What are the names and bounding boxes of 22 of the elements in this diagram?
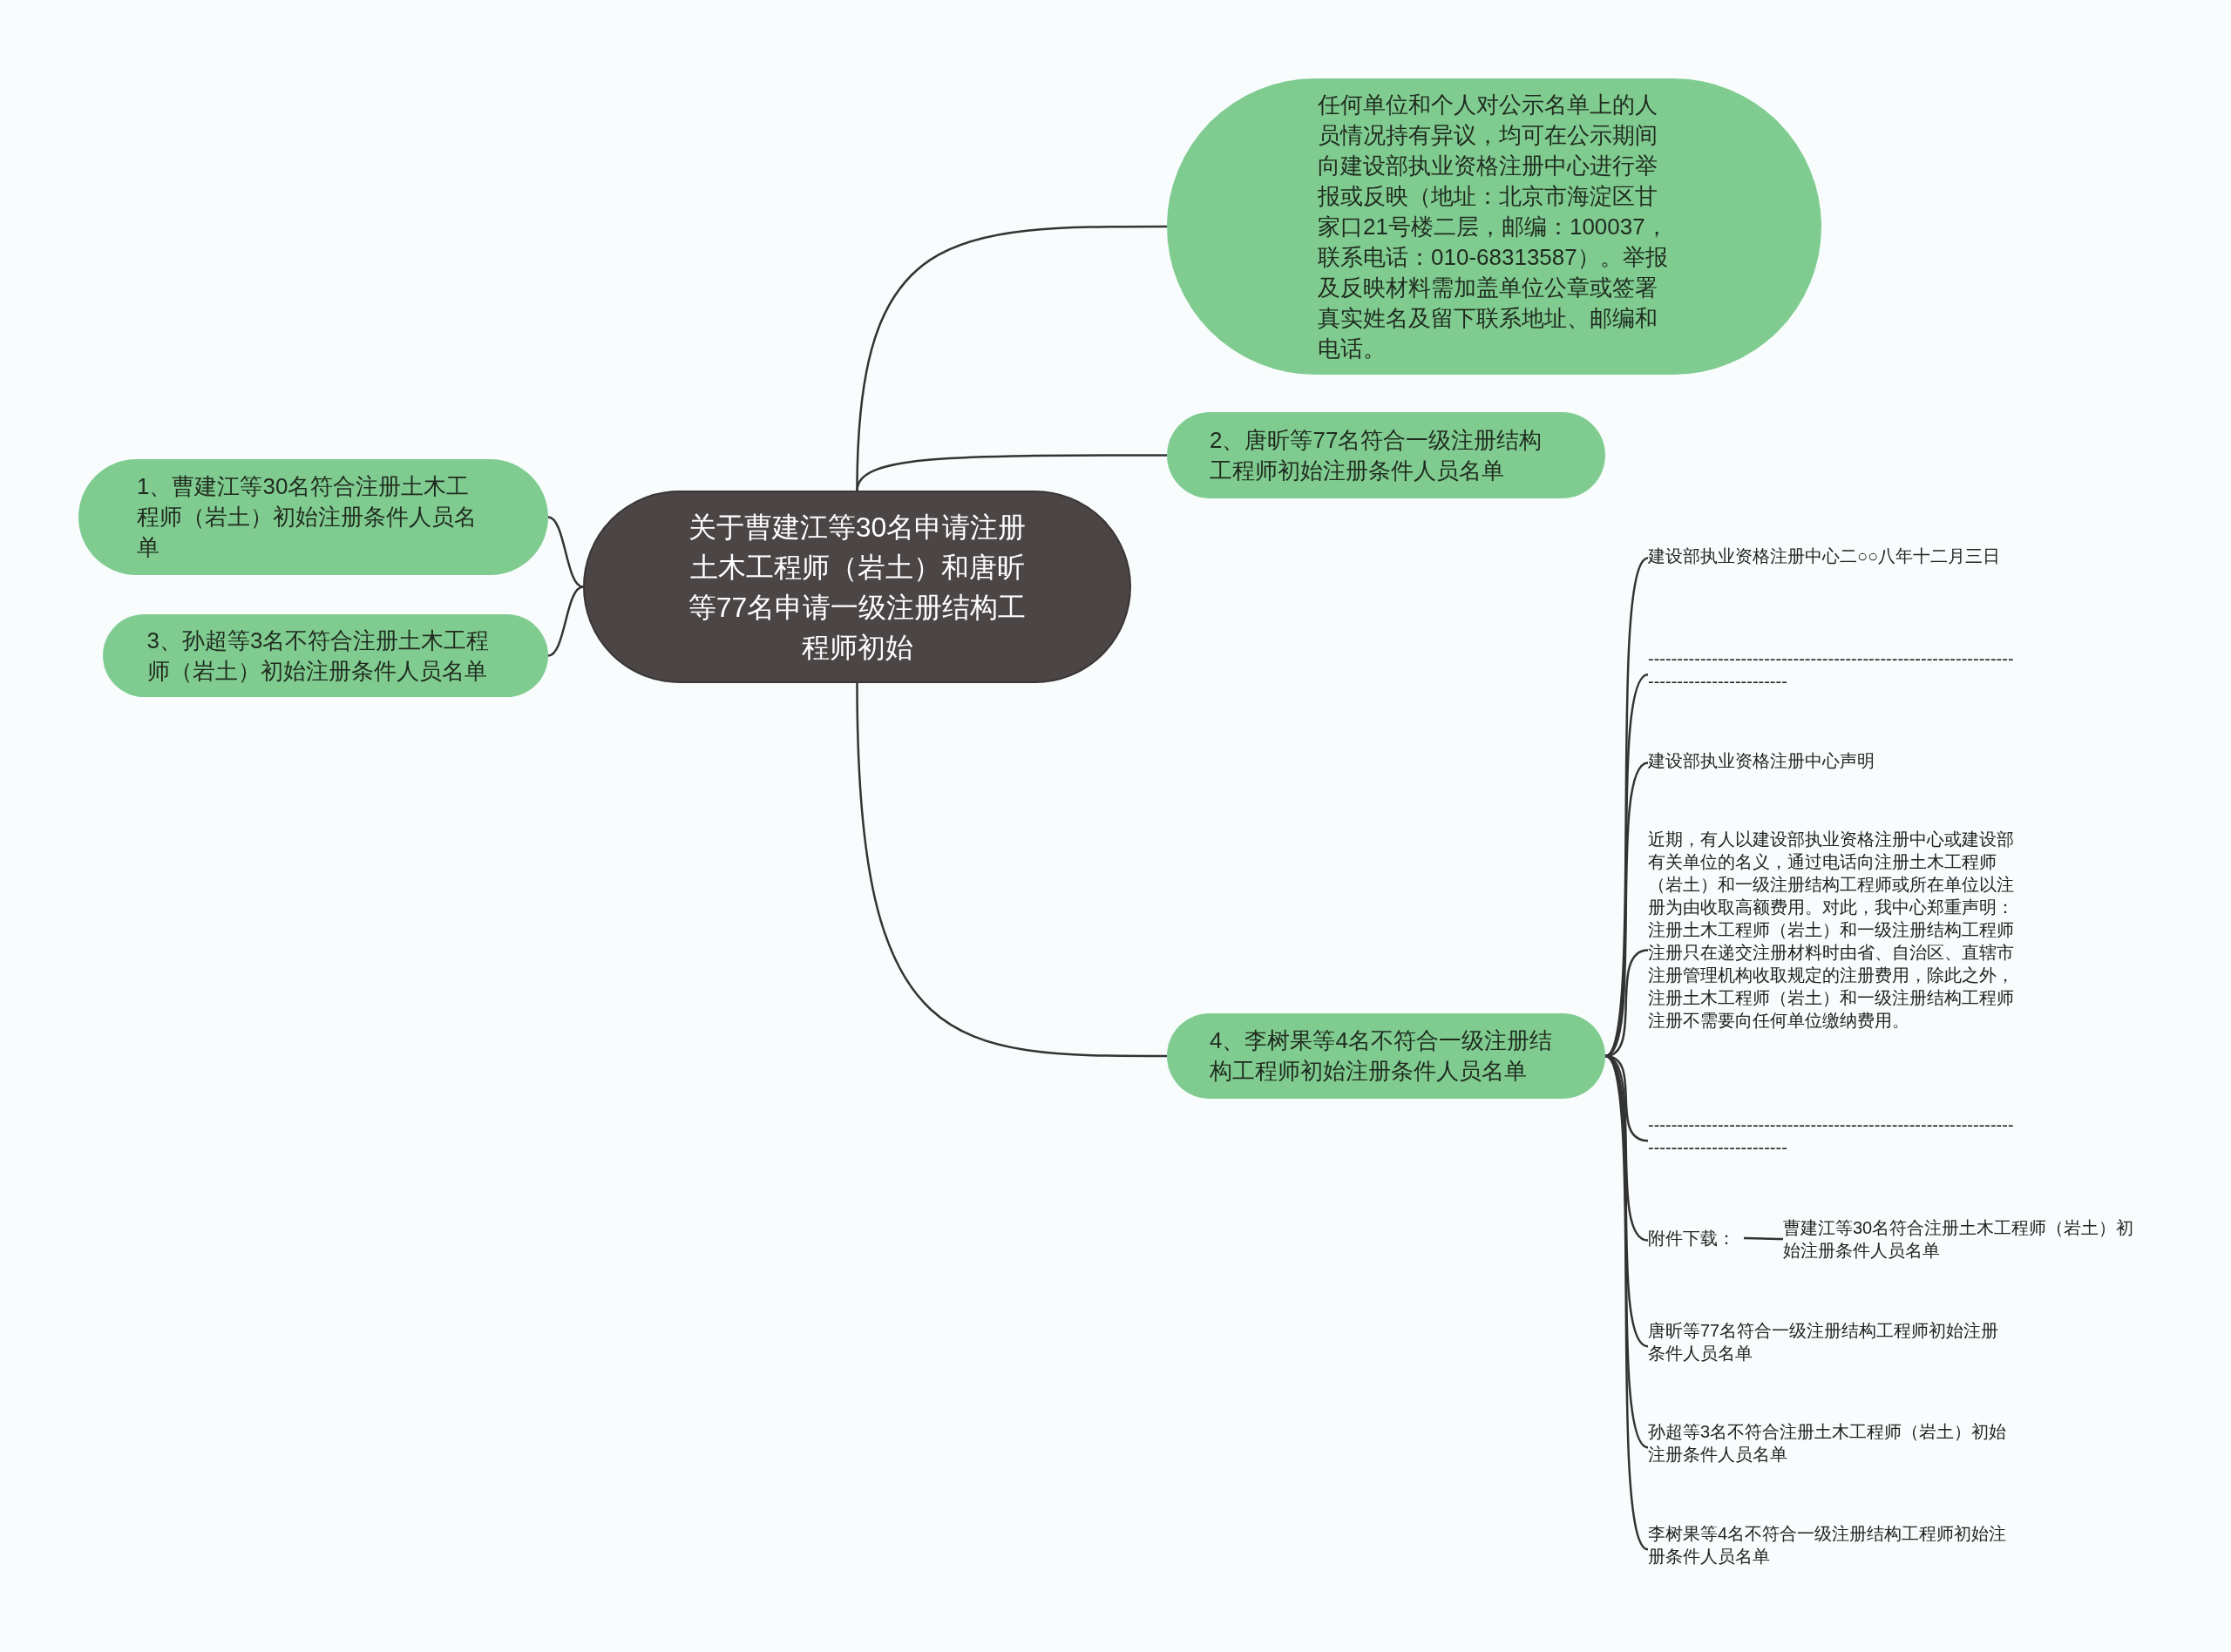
topic-text: 1、曹建江等30名符合注册土木工程师（岩土）初始注册条件人员名单 (137, 472, 478, 562)
topic-text: 2、唐昕等77名符合一级注册结构工程师初始注册条件人员名单 (1210, 425, 1543, 485)
connector-line (547, 516, 584, 588)
connector-line (856, 682, 1167, 1058)
subtopic-text: 李树果等4名不符合一级注册结构工程师初始注册条件人员名单 (1648, 1522, 2014, 1567)
topic-text: 3、孙超等3名不符合注册土木工程师（岩土）初始注册条件人员名单 (146, 626, 491, 686)
connector-line (856, 454, 1167, 491)
subtopic-text: 孙超等3名不符合注册土木工程师（岩土）初始注册条件人员名单 (1648, 1420, 2014, 1466)
connector-line (1744, 1236, 1783, 1241)
subtopic-text: --------------------------------------------------------------------------------------- (1648, 1114, 2014, 1159)
subtopic-text: 唐昕等77名符合一级注册结构工程师初始注册条件人员名单 (1648, 1319, 2014, 1364)
subtopic-text: --------------------------------------------------------------------------------------- (1648, 647, 2014, 693)
topic-text: 4、李树果等4名不符合一级注册结构工程师初始注册条件人员名单 (1210, 1026, 1553, 1086)
subtopic-text: 附件下载： (1648, 1227, 1744, 1249)
connector-line (547, 586, 584, 657)
topic-text: 任何单位和个人对公示名单上的人员情况持有异议，均可在公示期间向建设部执业资格注册中心进行举报或反映（地址：北京市海淀区甘家口21号楼二层，邮编：100037，联系电话：010-68313587）。举报及反映材料需加盖单位公章或签署真实姓名及留下联系地址、邮编和电话。 (1318, 90, 1669, 363)
subtopic-text: 建设部执业资格注册中心二○○八年十二月三日 (1648, 545, 2014, 567)
topic-text: 关于曹建江等30名申请注册土木工程师（岩土）和唐昕等77名申请一级注册结构工程师初始 (687, 510, 1027, 665)
subtopic-text: 近期，有人以建设部执业资格注册中心或建设部有关单位的名义，通过电话向注册土木工程师（岩土）和一级注册结构工程师或所在单位以注册为由收取高额费用。对此，我中心郑重声明：注册土木工程师（岩土）和一级注册结构工程师注册只在递交注册材料时由省、自治区、直辖市注册管理机构收取规定的注册费用，除此之外，注册土木工程师（岩土）和一级注册结构工程师注册不需要向任何单位缴纳费用。 (1648, 828, 2014, 1032)
connector-line (1604, 1055, 1649, 1551)
subtopic-text: 曹建江等30名符合注册土木工程师（岩土）初始注册条件人员名单 (1783, 1216, 2142, 1262)
subtopic-text: 建设部执业资格注册中心声明 (1648, 749, 2014, 772)
